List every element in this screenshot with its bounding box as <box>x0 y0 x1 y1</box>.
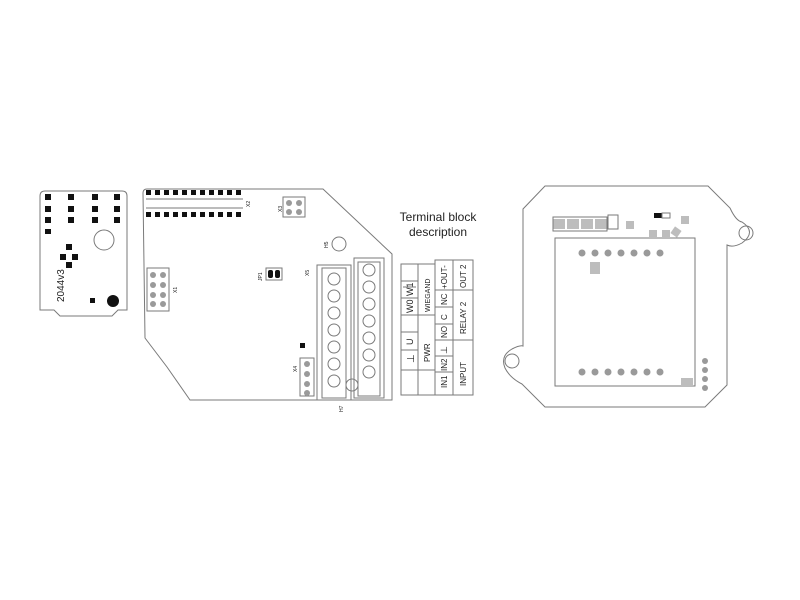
left-module: 2044v3 <box>39 190 128 317</box>
group-out2: OUT 2 <box>459 264 468 288</box>
pin-w0: W0 <box>405 300 415 314</box>
header-x2 <box>146 190 243 217</box>
pin-ground: ⊥ <box>406 354 417 363</box>
terminal-title-line1: Terminal block <box>400 210 478 224</box>
pin-c: C <box>440 314 449 320</box>
pin-nc: NC <box>440 293 449 305</box>
main-board: X2 X3 H5 X1 JP1 <box>142 188 393 412</box>
label-h5: H5 <box>324 241 330 248</box>
label-x4: X4 <box>293 366 299 372</box>
terminal-description: Terminal block description +OUT- NC C NO… <box>400 210 478 396</box>
label-x5: X5 <box>305 270 311 276</box>
group-pwr: PWR <box>423 343 432 362</box>
pin-out: +OUT- <box>440 265 449 289</box>
label-h7: H7 <box>339 405 345 412</box>
pin-u: U <box>405 339 415 346</box>
label-x2: X2 <box>246 201 252 207</box>
label-jp1: JP1 <box>258 272 264 281</box>
terminal-block-x6 <box>353 257 385 399</box>
terminal-block-x5 <box>316 264 352 401</box>
group-wiegand: WIEGAND <box>425 279 432 312</box>
pin-w1: W1 <box>405 283 415 297</box>
pin-ground-top: ⊥ <box>439 346 449 354</box>
pin-in1: IN1 <box>440 375 449 388</box>
pin-no: NO <box>440 326 449 338</box>
pin-in2: IN2 <box>440 358 449 371</box>
group-relay2: RELAY 2 <box>459 301 468 334</box>
terminal-title-line2: description <box>409 225 467 239</box>
enclosure <box>503 185 754 408</box>
label-x1: X1 <box>173 287 179 293</box>
module-version-label: 2044v3 <box>56 269 67 302</box>
group-input: INPUT <box>459 362 468 386</box>
label-x3: X3 <box>278 206 284 212</box>
